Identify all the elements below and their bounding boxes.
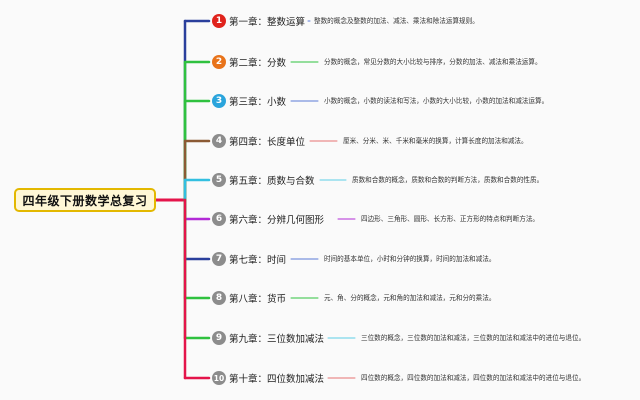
chapter-number-badge: 10	[212, 371, 226, 385]
chapter-title: 第一章：整数运算	[229, 17, 306, 28]
chapter-title: 第六章：分辨几何图形	[229, 215, 325, 226]
chapter-number-badge: 8	[212, 291, 226, 305]
chapter-description: 质数和合数的概念，质数和合数的判断方法，质数和合数的性质。	[352, 176, 544, 184]
chapter-title: 第五章：质数与合数	[229, 176, 315, 187]
chapter-description: 整数的概念及整数的加法、减法、乘法和除法运算规则。	[314, 17, 479, 25]
chapter-title: 第七章：时间	[229, 255, 287, 266]
root-node[interactable]: 四年级下册数学总复习	[14, 188, 156, 212]
chapter-number-badge: 1	[212, 14, 226, 28]
chapter-description: 四位数的概念，四位数的加法和减法，四位数的加法和减法中的进位与退位。	[361, 374, 586, 382]
chapter-title: 第十章：四位数加减法	[229, 374, 325, 385]
chapter-description: 三位数的概念，三位数的加法和减法，三位数的加法和减法中的进位与退位。	[361, 334, 586, 342]
chapter-number-badge: 3	[212, 94, 226, 108]
chapter-title: 第八章：货币	[229, 294, 287, 305]
chapter-title: 第二章：分数	[229, 58, 287, 69]
chapter-description: 元、角、分的概念，元和角的加法和减法，元和分的乘法。	[324, 294, 496, 302]
chapter-title: 第四章：长度单位	[229, 137, 306, 148]
chapter-description: 分数的概念，常见分数的大小比较与排序，分数的加法、减法和乘法运算。	[324, 58, 542, 66]
chapter-description: 厘米、分米、米、千米和毫米的换算，计算长度的加法和减法。	[343, 137, 528, 145]
chapter-description: 四边形、三角形、圆形、长方形、正方形的特点和判断方法。	[361, 215, 540, 223]
chapter-description: 小数的概念，小数的读法和写法，小数的大小比较，小数的加法和减法运算。	[324, 97, 549, 105]
chapter-title: 第九章：三位数加减法	[229, 334, 325, 345]
chapter-title: 第三章：小数	[229, 97, 287, 108]
chapter-number-badge: 2	[212, 55, 226, 69]
chapter-number-badge: 5	[212, 173, 226, 187]
chapter-number-badge: 7	[212, 252, 226, 266]
root-node-label: 四年级下册数学总复习	[22, 193, 148, 208]
chapter-number-badge: 4	[212, 134, 226, 148]
chapter-number-badge: 6	[212, 212, 226, 226]
chapter-description: 时间的基本单位，小时和分钟的换算，时间的加法和减法。	[324, 255, 496, 263]
chapter-number-badge: 9	[212, 331, 226, 345]
